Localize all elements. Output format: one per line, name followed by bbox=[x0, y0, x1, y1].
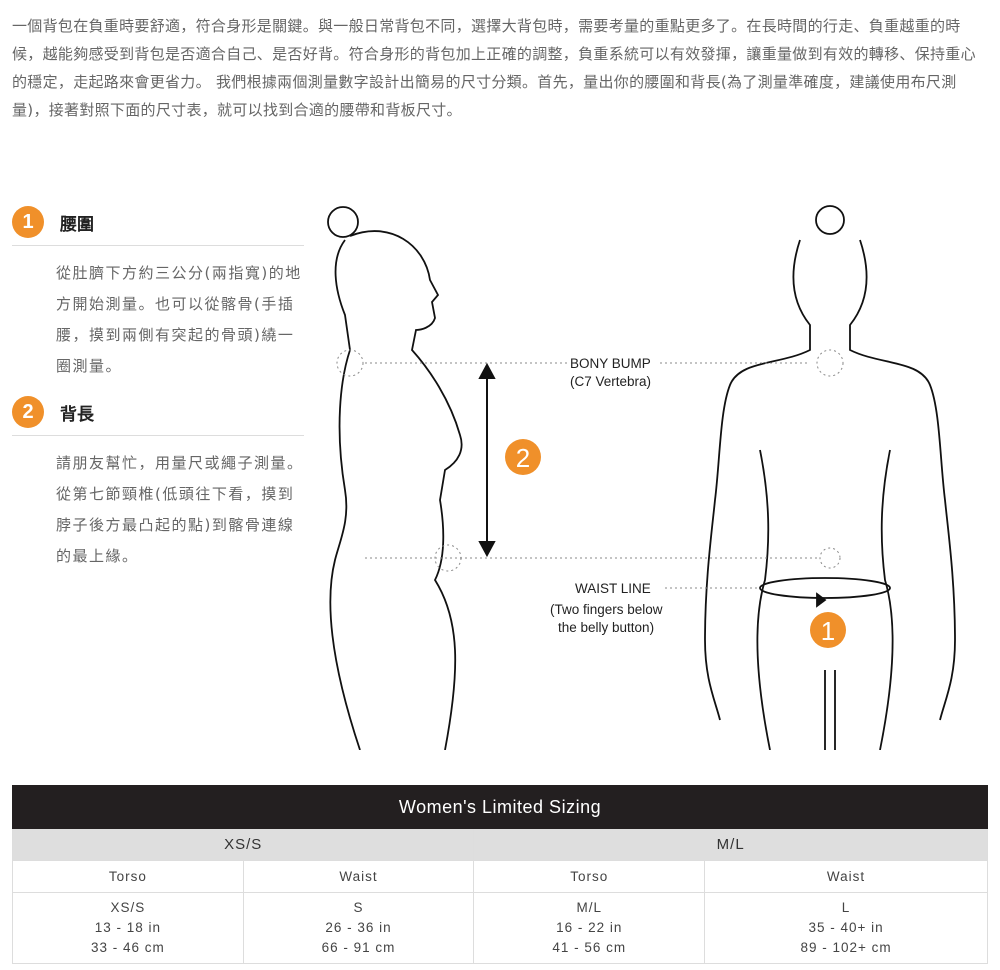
size-inches: 35 - 40+ in bbox=[808, 920, 884, 935]
size-label: XS/S bbox=[110, 900, 146, 915]
measurement-diagram: 2 1 BONY BUMP (C7 Vertebra) WAIST LINE (… bbox=[327, 205, 956, 750]
size-inches: 26 - 36 in bbox=[325, 920, 392, 935]
size-label: S bbox=[353, 900, 364, 915]
torso-marker-number: 2 bbox=[516, 443, 530, 473]
size-group-header: M/L bbox=[473, 828, 988, 861]
size-inches: 16 - 22 in bbox=[556, 920, 623, 935]
step-description: 從肚臍下方約三公分(兩指寬)的地方開始測量。也可以從髂骨(手插腰，摸到兩側有突起… bbox=[56, 264, 302, 375]
step-number-badge: 1 bbox=[12, 206, 44, 238]
column-header: Torso bbox=[473, 860, 706, 893]
table-row: XS/S 13 - 18 in 33 - 46 cm S 26 - 36 in 66 -… bbox=[12, 892, 988, 964]
step-torso: 2 背長 請朋友幫忙，用量尺或繩子測量。從第七節頸椎(低頭往下看，摸到脖子後方最凸… bbox=[12, 395, 304, 572]
side-profile-figure bbox=[327, 206, 463, 750]
size-inches: 13 - 18 in bbox=[94, 920, 161, 935]
table-cell: XS/S 13 - 18 in 33 - 46 cm bbox=[12, 892, 244, 964]
size-label: L bbox=[841, 900, 851, 915]
table-title: Women's Limited Sizing bbox=[12, 785, 988, 829]
size-cm: 33 - 46 cm bbox=[90, 940, 165, 955]
back-view-figure bbox=[704, 205, 956, 750]
step-waist: 1 腰圍 從肚臍下方約三公分(兩指寬)的地方開始測量。也可以從髂骨(手插腰，摸到兩… bbox=[12, 205, 304, 382]
intro-paragraph: 一個背包在負重時要舒適，符合身形是關鍵。與一般日常背包不同，選擇大背包時，需要考… bbox=[12, 17, 976, 119]
bony-bump-sublabel: (C7 Vertebra) bbox=[570, 374, 651, 389]
waist-line-sublabel: the belly button) bbox=[558, 620, 654, 635]
torso-length-arrow bbox=[478, 362, 496, 558]
bony-bump-label: BONY BUMP bbox=[570, 356, 651, 371]
waist-line-label: WAIST LINE bbox=[575, 581, 651, 596]
step-title: 腰圍 bbox=[60, 214, 94, 235]
size-cm: 66 - 91 cm bbox=[321, 940, 396, 955]
waist-marker-number: 1 bbox=[821, 616, 835, 646]
step-title: 背長 bbox=[60, 404, 94, 425]
waist-marker bbox=[810, 612, 846, 648]
column-header: Torso bbox=[12, 860, 244, 893]
column-header: Waist bbox=[242, 860, 475, 893]
table-cell: S 26 - 36 in 66 - 91 cm bbox=[242, 892, 475, 964]
size-cm: 89 - 102+ cm bbox=[800, 940, 892, 955]
size-cm: 41 - 56 cm bbox=[552, 940, 627, 955]
size-label: M/L bbox=[576, 900, 602, 915]
waist-line-sublabel: (Two fingers below bbox=[550, 602, 663, 617]
sizing-table: Women's Limited Sizing XS/S M/L Torso Wa… bbox=[11, 785, 988, 964]
table-row: Torso Waist Torso Waist bbox=[12, 860, 988, 893]
step-description: 請朋友幫忙，用量尺或繩子測量。從第七節頸椎(低頭往下看，摸到脖子後方最凸起的點)… bbox=[56, 454, 304, 565]
size-group-header: XS/S bbox=[11, 828, 475, 861]
table-cell: M/L 16 - 22 in 41 - 56 cm bbox=[473, 892, 706, 964]
step-number-badge: 2 bbox=[12, 396, 44, 428]
table-cell: L 35 - 40+ in 89 - 102+ cm bbox=[704, 892, 988, 964]
column-header: Waist bbox=[704, 860, 988, 893]
torso-marker bbox=[505, 439, 541, 475]
guide-lines bbox=[336, 349, 844, 589]
